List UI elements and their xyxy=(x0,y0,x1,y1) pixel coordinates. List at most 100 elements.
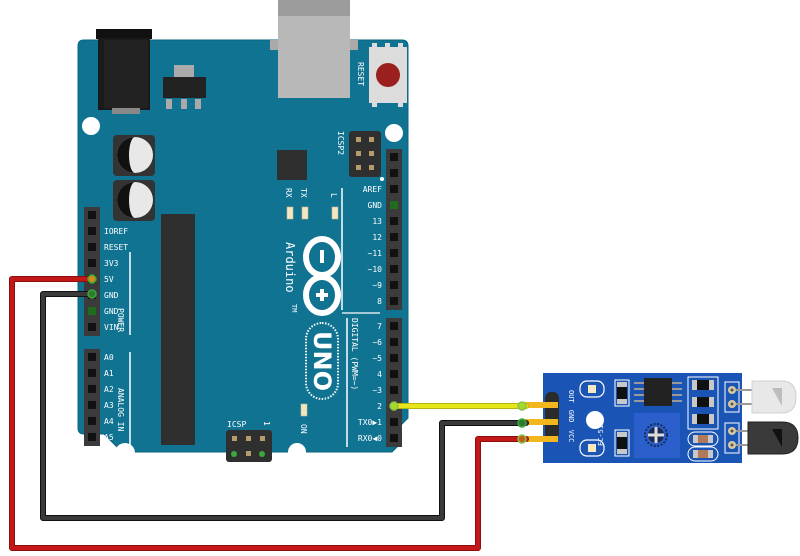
header-pin-digital-lower[interactable] xyxy=(390,354,398,362)
l-led xyxy=(331,206,339,220)
pin-label-digital: ~5 xyxy=(372,354,382,363)
on-label: ON xyxy=(299,424,308,434)
header-pin-digital-lower[interactable] xyxy=(390,322,398,330)
pin-label-a1: A1 xyxy=(104,369,114,378)
header-pin-digital-upper[interactable] xyxy=(390,265,398,273)
smd-resistor-column xyxy=(687,376,719,430)
l-label: L xyxy=(329,193,338,198)
mount-hole xyxy=(82,117,100,135)
obstacle-led xyxy=(579,439,605,457)
header-pin-digital-lower[interactable] xyxy=(390,386,398,394)
pin-label-digital: 2 xyxy=(377,402,382,411)
icsp2-header[interactable] xyxy=(349,131,381,177)
sensor-pins xyxy=(522,402,558,442)
icsp-pin1-label: 1 xyxy=(262,421,271,426)
sensor-pin-vcc[interactable] xyxy=(522,436,558,442)
power-led xyxy=(579,380,605,398)
header-pin-a2[interactable] xyxy=(88,385,96,393)
fc51-ir-sensor: OUT GND VCC FC-51 xyxy=(522,373,799,463)
usb-connector[interactable] xyxy=(270,0,358,98)
pin-label-digital: AREF xyxy=(363,185,382,194)
header-pin-digital-upper[interactable] xyxy=(390,185,398,193)
header-pin-vin[interactable] xyxy=(88,323,96,331)
potentiometer[interactable] xyxy=(634,413,680,458)
pin-label-digital: ~6 xyxy=(372,338,382,347)
brand-label: Arduino xyxy=(283,242,297,293)
header-pin-digital-upper[interactable] xyxy=(390,217,398,225)
icsp-header[interactable] xyxy=(226,430,272,462)
mount-hole xyxy=(385,124,403,142)
power-header xyxy=(84,207,100,336)
header-pin-a4[interactable] xyxy=(88,417,96,425)
pin-label-digital: ~3 xyxy=(372,386,382,395)
sensor-pin-gnd[interactable] xyxy=(522,419,558,425)
wire-end xyxy=(517,401,527,411)
wire-end xyxy=(87,274,97,284)
ir-led-pads xyxy=(724,381,740,454)
header-pin-a1[interactable] xyxy=(88,369,96,377)
tx-label: TX xyxy=(299,188,308,198)
comparator-ic xyxy=(634,378,682,406)
digital-lower-header xyxy=(386,318,402,447)
pin-label-digital: 7 xyxy=(377,322,382,331)
reset-label: RESET xyxy=(356,62,365,86)
voltage-regulator xyxy=(163,65,206,109)
header-pin-ioref[interactable] xyxy=(88,227,96,235)
smd-capacitor xyxy=(687,431,719,447)
pin-label-digital: ~9 xyxy=(372,281,382,290)
wire-end xyxy=(517,418,527,428)
sensor-pin-out[interactable] xyxy=(522,402,558,408)
sensor-pin-vcc-label: VCC xyxy=(567,430,575,443)
arduino-uno-board: RESET ICSP2 RX xyxy=(77,0,409,463)
header-pin-digital-upper[interactable] xyxy=(390,297,398,305)
capacitor xyxy=(113,135,155,176)
header-pin-digital-upper[interactable] xyxy=(390,169,398,177)
header-pin-3v3[interactable] xyxy=(88,259,96,267)
header-pin-digital-lower[interactable] xyxy=(390,370,398,378)
smd-capacitor xyxy=(687,446,719,462)
pin-label-a4: A4 xyxy=(104,417,114,426)
led-labels: RX TX L xyxy=(284,188,338,198)
header-pin-a3[interactable] xyxy=(88,401,96,409)
digital-group-label: DIGITAL (PWM=~) xyxy=(350,318,359,390)
model-label: UNO xyxy=(308,331,336,391)
trademark-label: TM xyxy=(290,304,298,312)
header-pin-digital-upper[interactable] xyxy=(390,233,398,241)
header-pin-digital-upper[interactable] xyxy=(390,201,398,209)
analog-group-label: ANALOG IN xyxy=(116,388,125,432)
power-group-label: POWER xyxy=(116,308,125,332)
header-pin-reset[interactable] xyxy=(88,243,96,251)
icsp2-label: ICSP2 xyxy=(336,131,345,155)
header-pin-digital-lower[interactable] xyxy=(390,434,398,442)
wires xyxy=(9,274,529,551)
analog-header xyxy=(84,349,100,446)
sensor-model-label: FC-51 xyxy=(597,425,605,446)
pin-label-a0: A0 xyxy=(104,353,114,362)
reset-button[interactable] xyxy=(369,43,407,107)
header-pin-gnd[interactable] xyxy=(88,307,96,315)
mount-hole xyxy=(288,443,306,461)
pin-label-digital: 8 xyxy=(377,297,382,306)
pin-label-a2: A2 xyxy=(104,385,114,394)
header-pin-a5[interactable] xyxy=(88,433,96,441)
rx-led xyxy=(286,206,294,220)
atmega-chip xyxy=(161,214,195,445)
header-pin-digital-upper[interactable] xyxy=(390,281,398,289)
rx-label: RX xyxy=(284,188,293,198)
pin-label-digital: ~10 xyxy=(368,265,383,274)
on-led xyxy=(300,403,308,417)
ir-emitter-led xyxy=(736,380,797,414)
capacitor xyxy=(113,180,155,221)
pin-label-a5: A5 xyxy=(104,433,114,442)
pin-label-digital: 13 xyxy=(372,217,382,226)
header-pin-digital-lower[interactable] xyxy=(390,338,398,346)
pin-label-vin: VIN xyxy=(104,323,119,332)
header-pin-digital-lower[interactable] xyxy=(390,418,398,426)
header-pin-digital-upper[interactable] xyxy=(390,153,398,161)
mount-hole xyxy=(115,443,135,463)
header-pin-a0[interactable] xyxy=(88,353,96,361)
pin-label-digital: TX0▶1 xyxy=(358,418,382,427)
header-pin-nc[interactable] xyxy=(88,211,96,219)
sensor-pin-labels: OUT GND VCC xyxy=(567,390,575,442)
header-pin-digital-upper[interactable] xyxy=(390,249,398,257)
